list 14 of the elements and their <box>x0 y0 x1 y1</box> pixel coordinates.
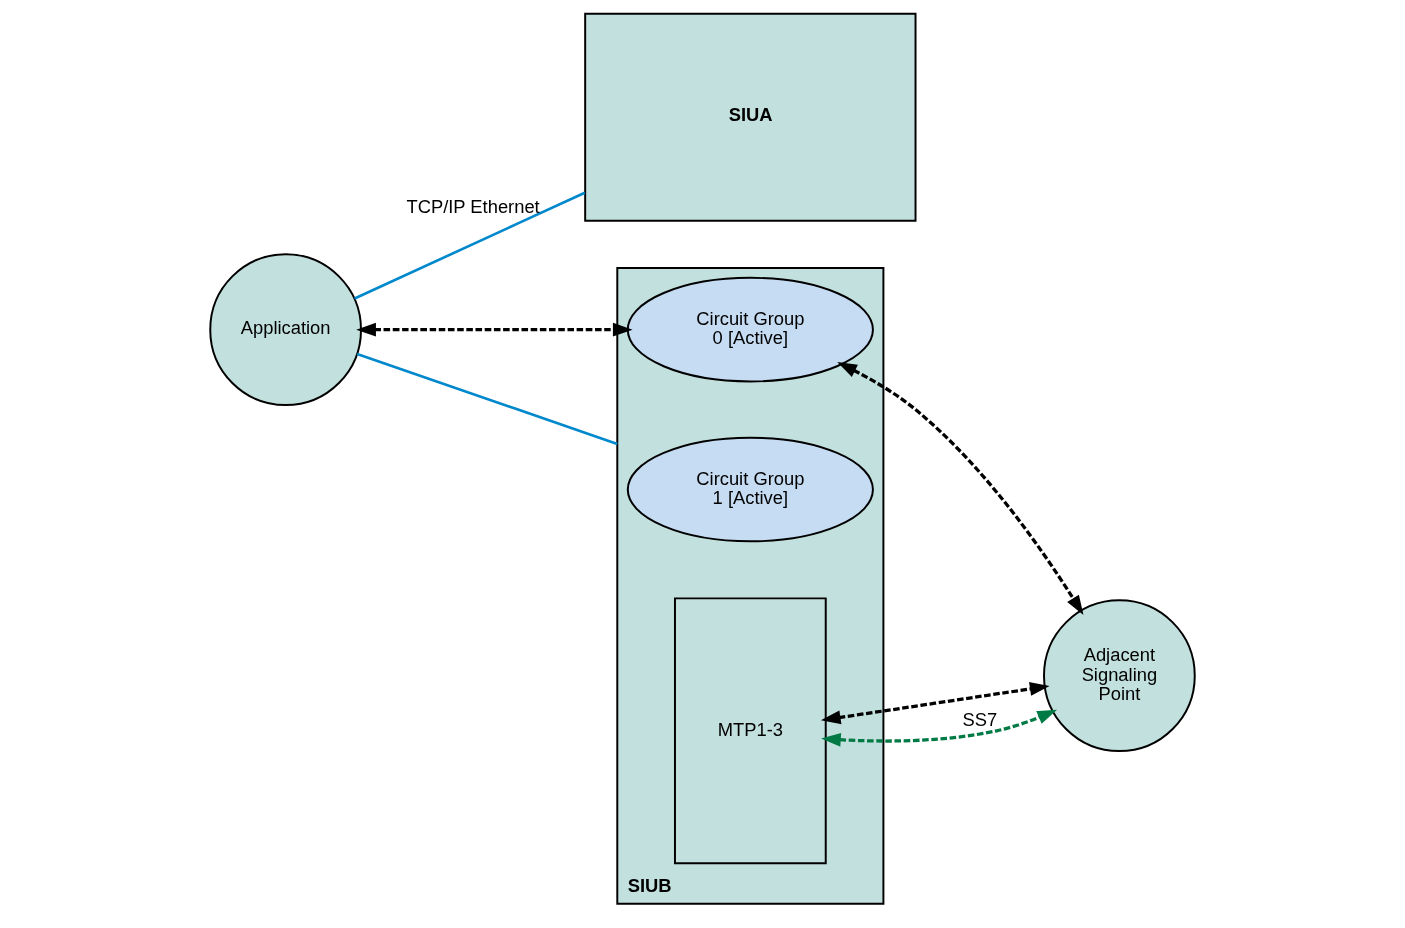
node-circle: Application <box>209 253 362 406</box>
arrow <box>821 709 1058 747</box>
edge-label: TCP/IP Ethernet <box>406 196 540 218</box>
arrow <box>356 322 633 337</box>
connector <box>354 191 586 300</box>
node-ellipse: Circuit Group 0 [Active] <box>626 276 874 383</box>
connector <box>356 352 618 446</box>
node-box: SIUA <box>584 12 917 222</box>
arrow <box>837 362 1084 615</box>
edge-label: SS7 <box>962 708 998 730</box>
arrow <box>820 682 1050 725</box>
node-ellipse: Circuit Group 1 [Active] <box>626 436 874 543</box>
node-box: MTP1-3 <box>674 597 827 865</box>
node-circle: Adjacent Signaling Point <box>1043 599 1196 753</box>
